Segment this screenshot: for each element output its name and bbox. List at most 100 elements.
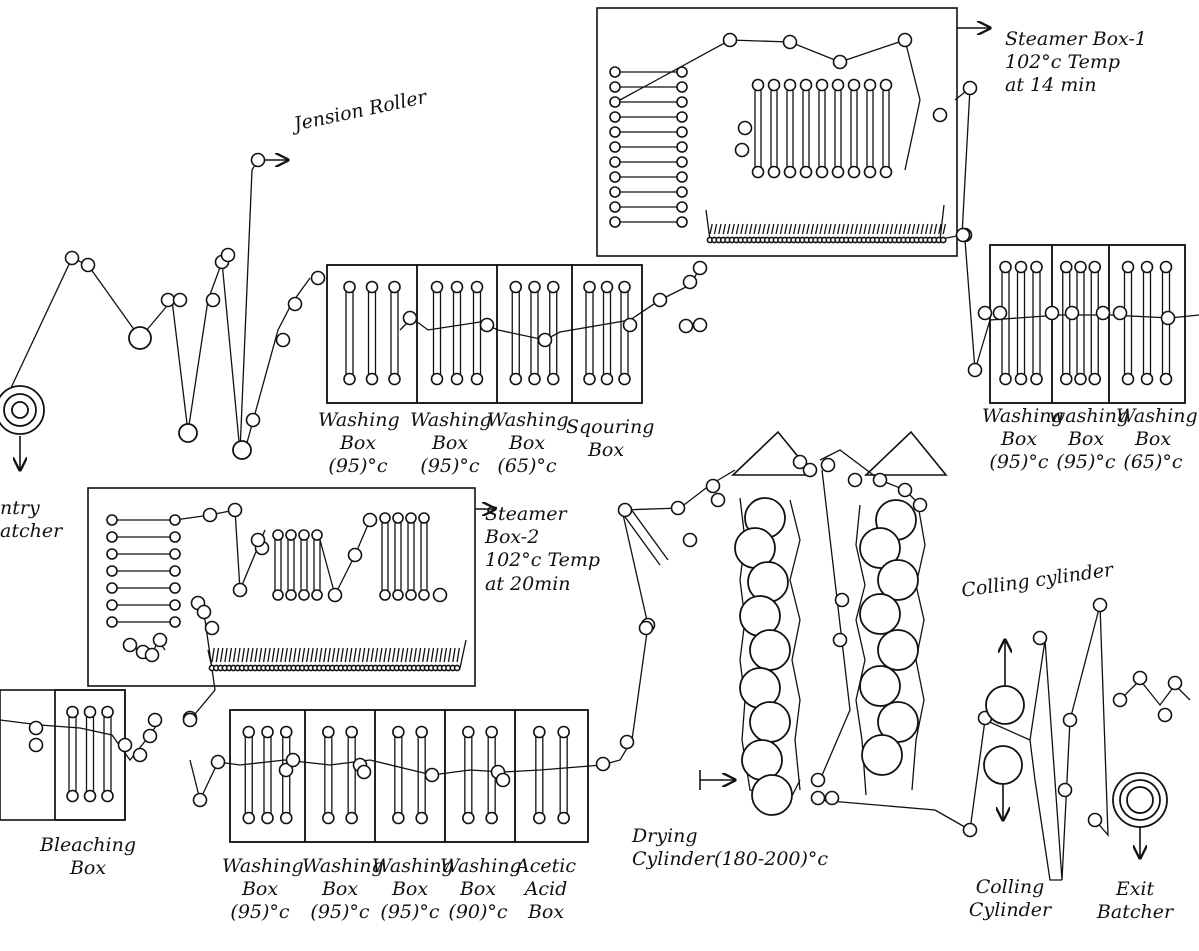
guide-roller bbox=[358, 766, 371, 779]
guide-roller bbox=[1031, 262, 1042, 273]
guide-roller bbox=[119, 739, 132, 752]
guide-roller bbox=[124, 639, 137, 652]
guide-roller bbox=[834, 56, 847, 69]
guide-roller bbox=[393, 590, 403, 600]
guide-roller bbox=[874, 474, 887, 487]
plaited-fabric bbox=[820, 224, 822, 234]
plaited-fabric bbox=[216, 648, 218, 662]
guide-roller bbox=[677, 202, 687, 212]
plaited-fabric bbox=[934, 224, 936, 234]
plaited-fabric bbox=[728, 224, 730, 234]
plaited-fabric bbox=[238, 648, 240, 662]
plaited-fabric bbox=[375, 648, 377, 662]
plaited-fabric bbox=[285, 648, 287, 662]
entry-batcher-label: ntry atcher bbox=[0, 497, 62, 543]
plaited-fabric bbox=[410, 648, 412, 662]
guide-roller bbox=[406, 590, 416, 600]
plaited-fabric bbox=[384, 648, 386, 662]
plaited-fabric bbox=[763, 224, 765, 234]
plaited-fabric bbox=[259, 648, 261, 662]
plaited-fabric bbox=[838, 224, 840, 234]
plaited-fabric bbox=[341, 648, 343, 662]
plaited-fabric bbox=[414, 648, 416, 662]
guide-roller bbox=[234, 584, 247, 597]
guide-roller bbox=[312, 590, 322, 600]
guide-roller bbox=[602, 374, 613, 385]
plaited-fabric bbox=[926, 224, 928, 234]
plaited-fabric bbox=[868, 224, 870, 234]
guide-roller bbox=[804, 464, 817, 477]
guide-roller bbox=[389, 374, 400, 385]
guide-roller bbox=[610, 172, 620, 182]
plaited-fabric bbox=[212, 648, 214, 662]
plaited-fabric bbox=[242, 648, 244, 662]
guide-roller bbox=[1114, 694, 1127, 707]
guide-roller bbox=[299, 590, 309, 600]
guide-roller bbox=[1000, 374, 1011, 385]
guide-roller bbox=[1064, 714, 1077, 727]
guide-roller bbox=[1114, 307, 1127, 320]
guide-roller bbox=[694, 319, 707, 332]
guide-roller bbox=[677, 67, 687, 77]
guide-roller bbox=[1142, 262, 1153, 273]
plaited-fabric bbox=[264, 648, 266, 662]
guide-roller bbox=[323, 813, 334, 824]
plaited-fabric bbox=[393, 648, 395, 662]
drying-cylinder bbox=[750, 630, 790, 670]
plaited-fabric bbox=[890, 224, 892, 234]
guide-roller bbox=[812, 792, 825, 805]
plaited-fabric bbox=[758, 224, 760, 234]
plaited-fabric bbox=[723, 224, 725, 234]
guide-roller bbox=[1000, 262, 1011, 273]
plaited-fabric bbox=[367, 648, 369, 662]
guide-roller bbox=[30, 739, 43, 752]
plaited-fabric bbox=[380, 648, 382, 662]
plaited-fabric bbox=[829, 224, 831, 234]
plaited-fabric bbox=[354, 648, 356, 662]
plaited-fabric bbox=[807, 224, 809, 234]
guide-roller bbox=[66, 252, 79, 265]
guide-roller bbox=[610, 67, 620, 77]
plaited-fabric bbox=[860, 224, 862, 234]
guide-roller bbox=[529, 282, 540, 293]
tension-roller bbox=[129, 327, 151, 349]
guide-roller bbox=[610, 217, 620, 227]
guide-roller bbox=[107, 549, 117, 559]
plaited-fabric bbox=[423, 648, 425, 662]
guide-roller bbox=[346, 727, 357, 738]
guide-roller bbox=[134, 749, 147, 762]
guide-roller bbox=[329, 589, 342, 602]
plaited-fabric bbox=[780, 224, 782, 234]
guide-roller bbox=[610, 187, 620, 197]
plaited-fabric bbox=[406, 648, 408, 662]
guide-roller bbox=[677, 127, 687, 137]
guide-roller bbox=[273, 530, 283, 540]
guide-roller bbox=[299, 530, 309, 540]
conveyor-belt bbox=[706, 205, 944, 240]
guide-roller bbox=[624, 319, 637, 332]
guide-roller bbox=[769, 167, 780, 178]
drying-cylinder bbox=[752, 775, 792, 815]
conveyor-belt bbox=[208, 640, 466, 668]
plaited-fabric bbox=[324, 648, 326, 662]
guide-roller bbox=[286, 590, 296, 600]
guide-roller bbox=[367, 282, 378, 293]
guide-roller bbox=[289, 298, 302, 311]
guide-roller bbox=[416, 727, 427, 738]
drying-cylinder bbox=[860, 594, 900, 634]
plaited-fabric bbox=[427, 648, 429, 662]
plaited-fabric bbox=[943, 224, 945, 234]
guide-roller bbox=[107, 600, 117, 610]
guide-roller bbox=[472, 282, 483, 293]
guide-roller bbox=[1089, 262, 1100, 273]
guide-roller bbox=[826, 792, 839, 805]
conveyor-roller bbox=[455, 665, 460, 670]
plaited-fabric bbox=[741, 224, 743, 234]
guide-roller bbox=[1159, 709, 1172, 722]
guide-roller bbox=[558, 813, 569, 824]
guide-roller bbox=[621, 736, 634, 749]
plaited-fabric bbox=[877, 224, 879, 234]
guide-roller bbox=[207, 294, 220, 307]
plaited-fabric bbox=[345, 648, 347, 662]
plaited-fabric bbox=[899, 224, 901, 234]
